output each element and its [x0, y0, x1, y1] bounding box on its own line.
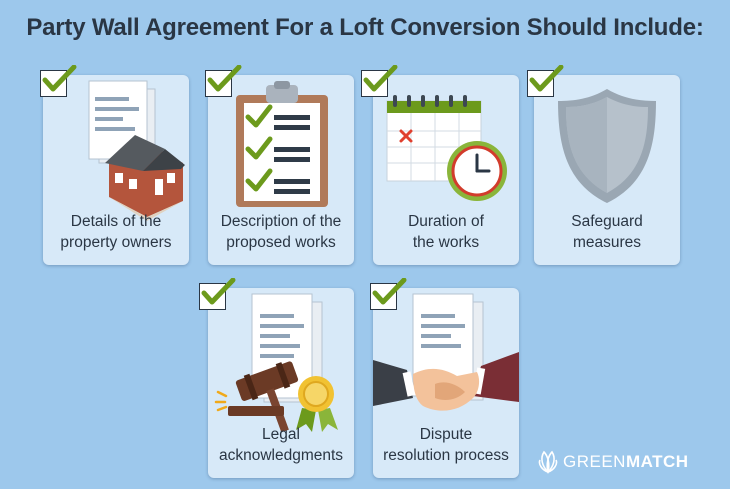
leaf-icon [538, 450, 558, 474]
logo-wordmark: GREENMATCH [563, 452, 689, 471]
checkbox-checked-icon [361, 65, 398, 97]
checkbox-checked-icon [527, 65, 564, 97]
checkbox-checked-icon [40, 65, 77, 97]
calendar-clock-icon [386, 95, 507, 201]
clipboard-checklist-icon [236, 81, 328, 207]
shield-icon [558, 89, 656, 203]
checkbox-checked-icon [199, 278, 236, 310]
gavel-document-icon [214, 293, 338, 433]
checkbox-checked-icon [205, 65, 242, 97]
greenmatch-logo: GREENMATCH [538, 449, 689, 475]
handshake-document-icon [373, 293, 519, 411]
house-document-icon [88, 80, 185, 221]
checkbox-checked-icon [370, 278, 407, 310]
page-title: Party Wall Agreement For a Loft Conversi… [26, 14, 704, 41]
